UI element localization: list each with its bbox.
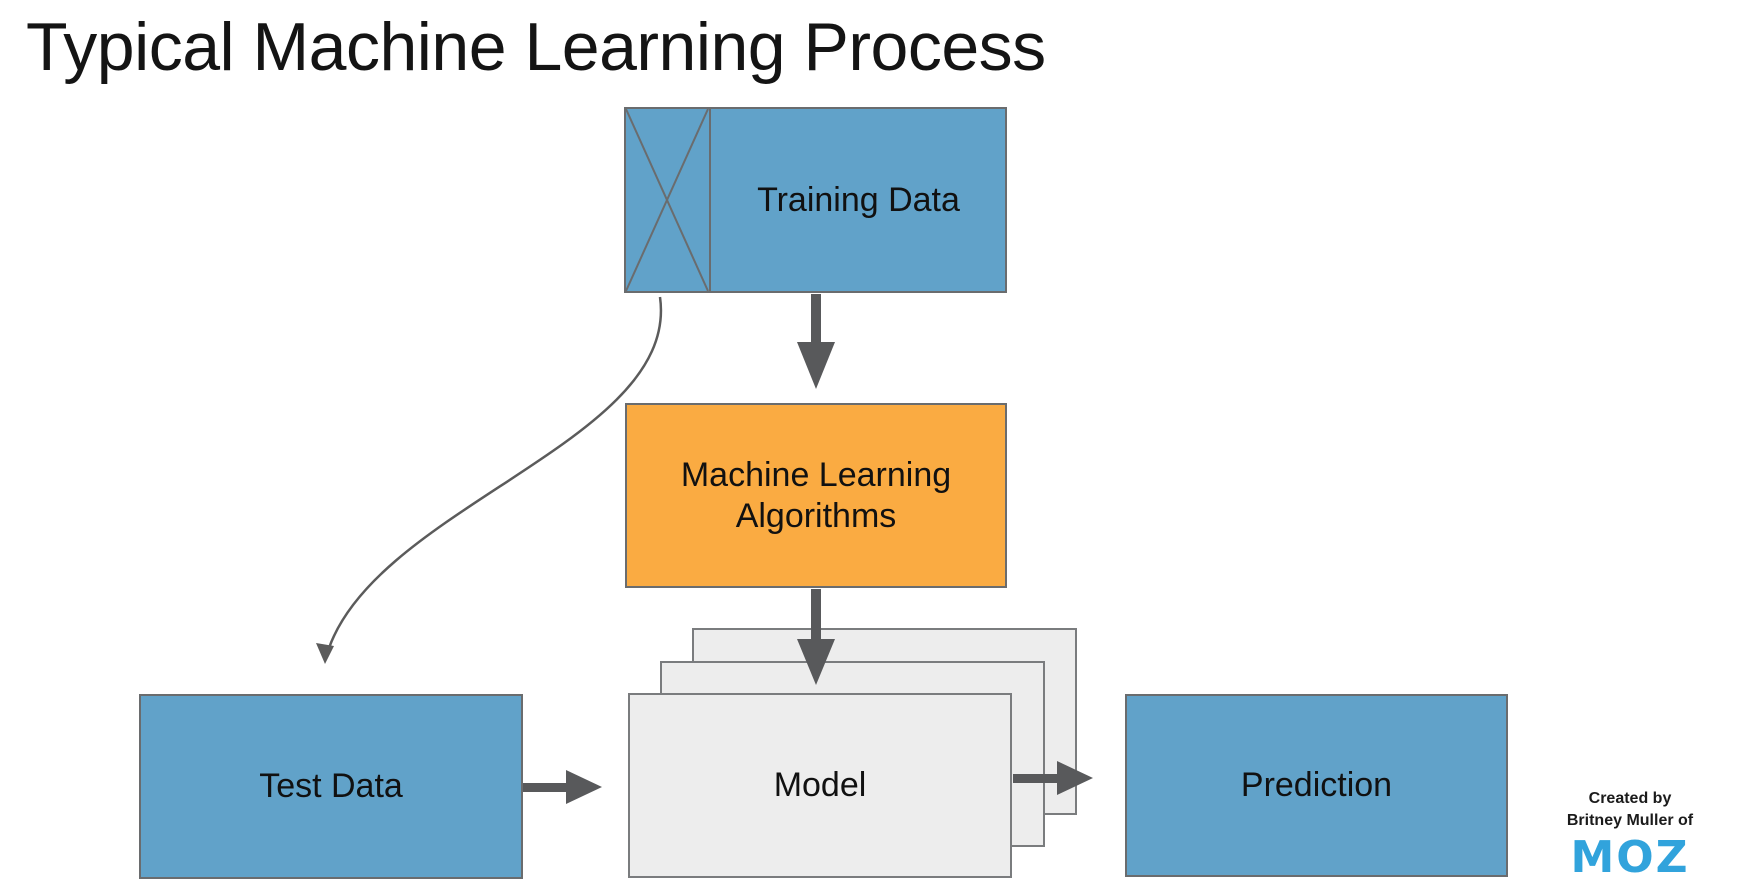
- moz-logo: MOZ: [1570, 832, 1690, 883]
- node-ml-algorithms-label: Machine Learning Algorithms: [680, 456, 952, 535]
- node-training-data-label: Training Data: [757, 180, 960, 219]
- credit-line-1: Created by: [1588, 790, 1672, 807]
- arrow-testdata-to-model: [523, 770, 602, 804]
- page-title: Typical Machine Learning Process: [26, 9, 1046, 85]
- arrow-training-to-testdata-curve: [316, 296, 663, 664]
- node-prediction: Prediction: [1125, 694, 1508, 877]
- arrow-training-to-algorithms: [797, 294, 835, 389]
- node-test-data: Test Data: [139, 694, 523, 879]
- credit-line-2: Britney Muller of: [1566, 812, 1694, 829]
- credit-block: Created by Britney Muller of MOZ: [1540, 788, 1720, 883]
- node-model-label: Model: [773, 766, 867, 804]
- node-prediction-label: Prediction: [1240, 766, 1393, 804]
- node-ml-algorithms: Machine Learning Algorithms: [625, 403, 1007, 588]
- node-model: Model: [628, 693, 1012, 878]
- node-test-data-label: Test Data: [259, 767, 403, 805]
